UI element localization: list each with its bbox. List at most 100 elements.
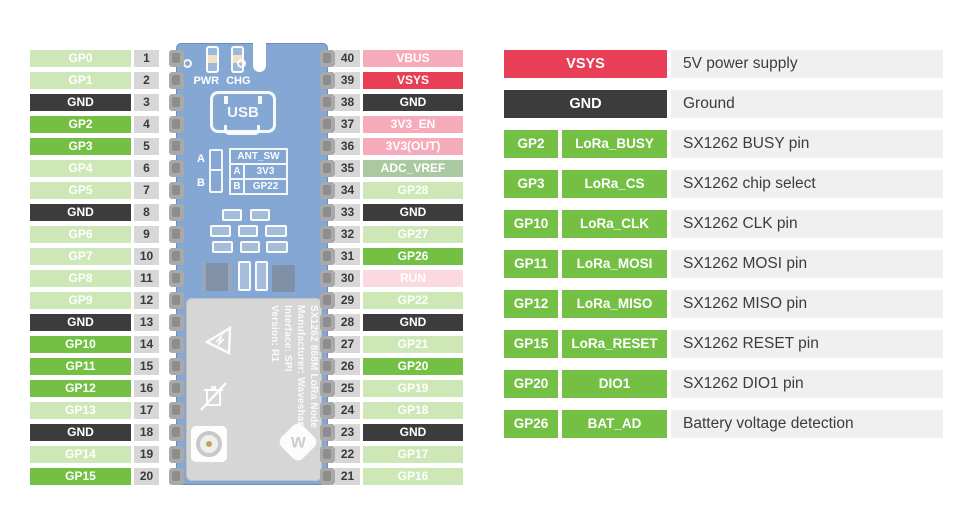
pin-right-label-31: GP26 — [363, 248, 463, 265]
ant-sw-jumper-pads — [209, 149, 223, 193]
pin-pad-left-5 — [169, 138, 184, 155]
pin-right-label-40: VBUS — [363, 50, 463, 67]
pin-pad-left-2 — [169, 72, 184, 89]
pin-left-label-14: GP10 — [30, 336, 131, 353]
pin-right-label-30: RUN — [363, 270, 463, 287]
legend-desc-GP3: SX1262 chip select — [671, 170, 943, 198]
pin-right-label-24: GP18 — [363, 402, 463, 419]
legend-pin-GP12: GP12 — [504, 290, 558, 318]
pin-pad-left-3 — [169, 94, 184, 111]
pin-right-label-38: GND — [363, 94, 463, 111]
legend-pin-GP10: GP10 — [504, 210, 558, 238]
pin-right-number-25: 25 — [335, 380, 360, 397]
pin-right-label-28: GND — [363, 314, 463, 331]
pin-pad-left-16 — [169, 380, 184, 397]
legend-desc-VSYS: 5V power supply — [671, 50, 943, 78]
pin-pad-right-33 — [320, 204, 335, 221]
pin-pad-right-38 — [320, 94, 335, 111]
ant-sw-row-key: A — [229, 165, 245, 180]
pin-pad-right-21 — [320, 468, 335, 485]
pin-left-number-17: 17 — [134, 402, 159, 419]
legend-desc-GP12: SX1262 MISO pin — [671, 290, 943, 318]
ufl-antenna-connector — [191, 426, 227, 462]
shield-text-line: Version: R1 — [269, 305, 280, 363]
pin-left-number-10: 10 — [134, 248, 159, 265]
legend-desc-GP20: SX1262 DIO1 pin — [671, 370, 943, 398]
pin-left-number-1: 1 — [134, 50, 159, 67]
pin-left-number-7: 7 — [134, 182, 159, 199]
pin-pad-left-19 — [169, 446, 184, 463]
legend-desc-GP10: SX1262 CLK pin — [671, 210, 943, 238]
pin-left-label-12: GP9 — [30, 292, 131, 309]
legend-signal-GP2: LoRa_BUSY — [562, 130, 667, 158]
mounting-hole-icon — [237, 59, 246, 68]
legend-signal-GP10: LoRa_CLK — [562, 210, 667, 238]
transistor-ic — [272, 265, 295, 292]
pin-left-number-15: 15 — [134, 358, 159, 375]
pin-right-number-36: 36 — [335, 138, 360, 155]
pin-right-label-32: GP27 — [363, 226, 463, 243]
smd-component — [266, 241, 288, 253]
jumper-option-b-label: B — [197, 177, 205, 189]
pin-pad-right-39 — [320, 72, 335, 89]
legend-pin-GP3: GP3 — [504, 170, 558, 198]
smd-component — [250, 209, 270, 221]
ant-sw-table: ANT_SW A 3V3 B GP22 — [229, 148, 288, 195]
pin-left-label-9: GP6 — [30, 226, 131, 243]
pin-pad-right-31 — [320, 248, 335, 265]
ant-sw-title: ANT_SW — [229, 148, 288, 165]
pin-pad-left-17 — [169, 402, 184, 419]
legend-signal-GP12: LoRa_MISO — [562, 290, 667, 318]
pin-right-label-25: GP19 — [363, 380, 463, 397]
pin-pad-left-8 — [169, 204, 184, 221]
pin-right-number-39: 39 — [335, 72, 360, 89]
pin-left-number-20: 20 — [134, 468, 159, 485]
pin-right-number-37: 37 — [335, 116, 360, 133]
pin-pad-right-30 — [320, 270, 335, 287]
mounting-hole-icon — [183, 59, 192, 68]
board-notch — [253, 41, 266, 72]
pin-left-label-1: GP0 — [30, 50, 131, 67]
pin-right-number-32: 32 — [335, 226, 360, 243]
ant-sw-row-key: B — [229, 180, 245, 195]
pin-right-label-21: GP16 — [363, 468, 463, 485]
legend-signal-GP15: LoRa_RESET — [562, 330, 667, 358]
legend-pin-GP26: GP26 — [504, 410, 558, 438]
pin-left-label-4: GP2 — [30, 116, 131, 133]
pin-left-label-13: GND — [30, 314, 131, 331]
pin-left-label-5: GP3 — [30, 138, 131, 155]
pin-left-number-16: 16 — [134, 380, 159, 397]
legend-desc-GP11: SX1262 MOSI pin — [671, 250, 943, 278]
esd-warning-icon — [204, 325, 232, 355]
legend-desc-GND: Ground — [671, 90, 943, 118]
pin-pad-right-36 — [320, 138, 335, 155]
legend-signal-GP3: LoRa_CS — [562, 170, 667, 198]
pin-right-label-22: GP17 — [363, 446, 463, 463]
pin-right-number-28: 28 — [335, 314, 360, 331]
pin-left-label-15: GP11 — [30, 358, 131, 375]
ant-sw-row: A 3V3 — [229, 165, 288, 180]
pin-right-number-30: 30 — [335, 270, 360, 287]
pin-left-label-7: GP5 — [30, 182, 131, 199]
pin-pad-left-6 — [169, 160, 184, 177]
pin-pad-right-24 — [320, 402, 335, 419]
pin-left-number-4: 4 — [134, 116, 159, 133]
smd-component — [238, 225, 258, 237]
pin-right-number-23: 23 — [335, 424, 360, 441]
pin-right-number-31: 31 — [335, 248, 360, 265]
pin-right-number-34: 34 — [335, 182, 360, 199]
pin-right-number-27: 27 — [335, 336, 360, 353]
legend-pin-GP2: GP2 — [504, 130, 558, 158]
smd-component — [210, 225, 231, 237]
chg-led-label: CHG — [226, 75, 251, 87]
pin-left-number-19: 19 — [134, 446, 159, 463]
legend-label-GND: GND — [504, 90, 667, 118]
pin-pad-right-22 — [320, 446, 335, 463]
jumper-option-a-label: A — [197, 153, 205, 165]
pin-left-label-18: GND — [30, 424, 131, 441]
pin-pad-right-29 — [320, 292, 335, 309]
usb-connector-tab — [224, 125, 260, 135]
regulator-ic — [202, 263, 232, 291]
pin-left-number-2: 2 — [134, 72, 159, 89]
